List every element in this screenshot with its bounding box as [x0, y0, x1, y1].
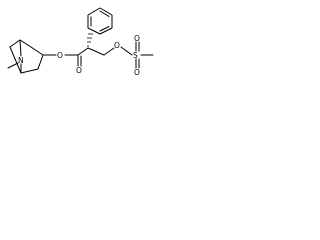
tropane-ring [7, 39, 57, 74]
bond-c1-c2 [9, 39, 21, 48]
carbonyl-oxygen-atom: O [76, 66, 82, 75]
phenyl-group [87, 7, 113, 47]
sulfonyl-oxygen-bottom: O [134, 68, 140, 77]
mesylate-group [87, 41, 154, 69]
molecule-drawing: N O O [7, 7, 154, 77]
benzene-double-2 [99, 26, 110, 32]
bond-ch2-o [103, 47, 115, 56]
bond-carbonyl-c-alpha [77, 47, 89, 56]
bond-c4-c5 [37, 54, 44, 70]
benzene-double-1 [99, 10, 110, 17]
bond-c2-c3 [19, 39, 32, 48]
bond-c2-n [19, 39, 22, 57]
bond-c3-c4 [30, 46, 44, 56]
ether-oxygen-atom: O [114, 41, 120, 50]
bond-n-methyl [7, 62, 19, 69]
sulfonyl-oxygen-top: O [134, 34, 140, 43]
ester-oxygen-atom: O [57, 51, 63, 60]
bond-c5-c6 [20, 68, 39, 74]
bond-o-s [120, 46, 133, 56]
chemical-structure-canvas: N O O [0, 0, 172, 103]
bond-alpha-ch2 [87, 47, 105, 56]
nitrogen-atom: N [18, 56, 24, 65]
sulfur-atom: S [133, 51, 138, 60]
ester-group [64, 47, 89, 67]
bond-c6-c1 [9, 46, 22, 74]
benzene-ring [87, 7, 113, 35]
